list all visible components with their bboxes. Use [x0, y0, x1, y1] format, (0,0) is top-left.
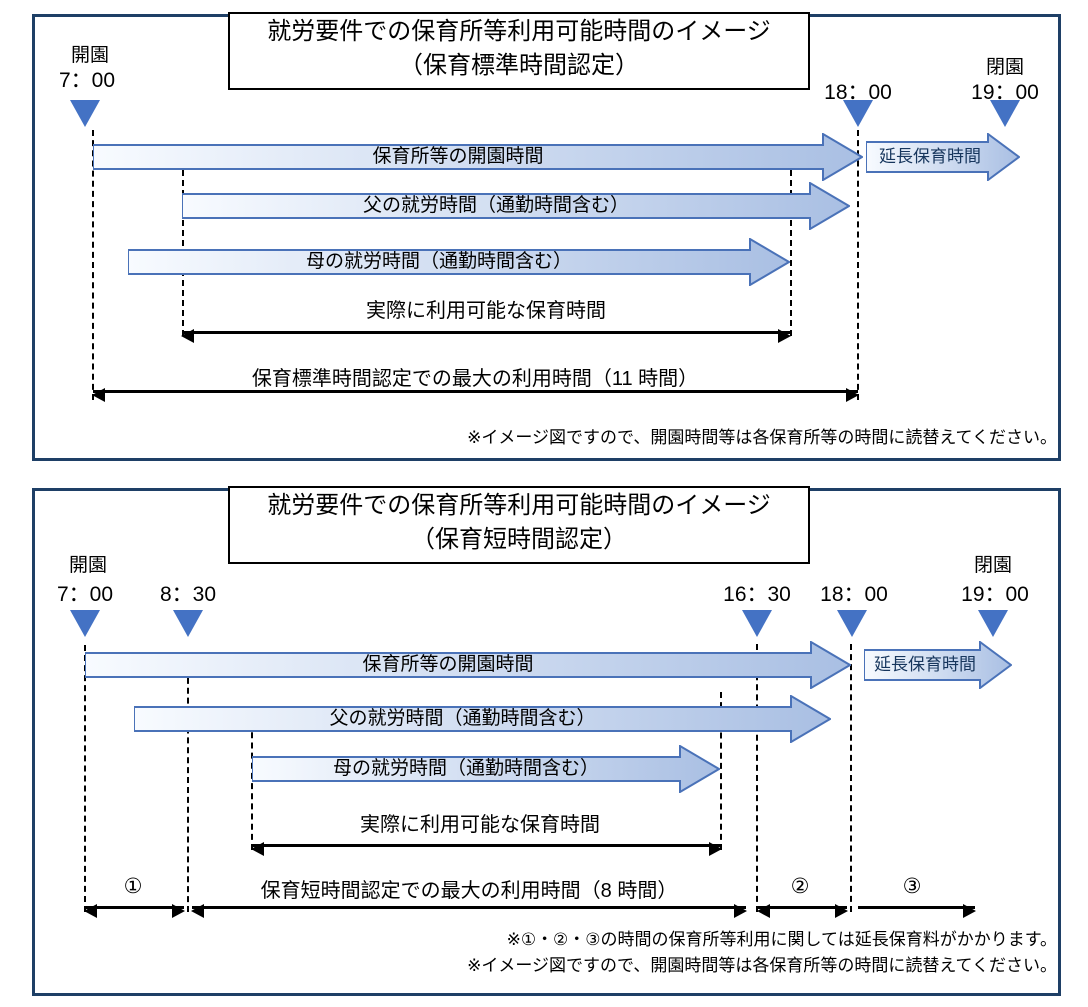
- block-arrow-shape: [252, 745, 720, 793]
- panel-title-line2: （保育標準時間認定）: [399, 52, 639, 79]
- circle-3-label: ③: [902, 875, 922, 898]
- block-arrow-shape: [85, 641, 851, 689]
- dashed-guide-1630: [756, 644, 758, 912]
- mother-work-arrow: 母の就労時間（通勤時間含む）: [128, 238, 790, 286]
- marker-triangle-1900-icon: [978, 610, 1008, 637]
- facility-hours-arrow-label: 保育所等の開園時間: [372, 146, 544, 167]
- block-arrow-shape: [93, 133, 863, 181]
- block-arrow-shape: [182, 182, 850, 230]
- marker-triangle-0830-icon: [173, 610, 203, 637]
- panel-title-line1: 就労要件での保育所等利用可能時間のイメージ: [267, 492, 771, 519]
- open-gate-label: 開園: [68, 555, 108, 576]
- time-1630: 16：30: [723, 583, 791, 606]
- mother-work-arrow: 母の就労時間（通勤時間含む）: [252, 745, 720, 793]
- panel-title-box: 就労要件での保育所等利用可能時間のイメージ （保育標準時間認定）: [228, 12, 810, 90]
- circle-1-label: ①: [123, 875, 143, 898]
- extended-care-arrow-label: 延長保育時間: [879, 147, 981, 166]
- marker-triangle-0700-icon: [70, 610, 100, 637]
- time-1900: 19：00: [961, 583, 1029, 606]
- panel-title-box: 就労要件での保育所等利用可能時間のイメージ （保育短時間認定）: [228, 486, 810, 564]
- block-arrow-shape: [866, 133, 1020, 181]
- dashed-guide-0700: [84, 645, 86, 912]
- mother-work-arrow-label: 母の就労時間（通勤時間含む）: [332, 758, 599, 779]
- father-work-arrow-label: 父の就労時間（通勤時間含む）: [329, 708, 596, 729]
- time-0830: 8：30: [159, 583, 217, 606]
- actual-usable-label: 実際に利用可能な保育時間: [360, 814, 600, 836]
- close-gate-label: 閉園: [973, 555, 1013, 576]
- max-usage-measure-arrow: [92, 387, 859, 402]
- open-gate-label: 開園: [70, 45, 110, 66]
- time-0700: 7：00: [56, 583, 114, 606]
- facility-hours-arrow: 保育所等の開園時間: [93, 133, 863, 181]
- dashed-guide-1800: [850, 644, 852, 912]
- footnote: ※イメージ図ですので、開園時間等は各保育所等の時間に読替えてください。: [467, 428, 1057, 447]
- dashed-guide-0700: [92, 130, 94, 400]
- panel-short-hours: 就労要件での保育所等利用可能時間のイメージ （保育短時間認定） 開園 7：00 …: [32, 486, 1061, 996]
- time-1800: 18：00: [824, 81, 892, 104]
- marker-triangle-1630-icon: [742, 610, 772, 637]
- block-arrow-shape: [864, 641, 1012, 689]
- extended-care-arrow: 延長保育時間: [864, 641, 1012, 689]
- extended-care-arrow: 延長保育時間: [866, 133, 1020, 181]
- father-work-arrow-label: 父の就労時間（通勤時間含む）: [362, 195, 629, 216]
- segment-1-measure-arrow: [84, 903, 185, 918]
- dashed-guide-mother-end: [720, 692, 722, 850]
- max-usage-measure-arrow: [191, 903, 747, 918]
- marker-triangle-1800-icon: [837, 610, 867, 637]
- time-1800: 18：00: [820, 583, 888, 606]
- time-1900: 19：00: [971, 81, 1039, 104]
- dashed-guide-father-start: [182, 150, 184, 336]
- panel-title-line2: （保育短時間認定）: [411, 526, 627, 553]
- marker-triangle-1800-icon: [843, 100, 873, 127]
- footnote-extended-fee: ※①・②・③の時間の保育所等利用に関しては延長保育料がかかります。: [506, 930, 1057, 949]
- father-work-arrow: 父の就労時間（通勤時間含む）: [134, 695, 831, 743]
- max-usage-label: 保育短時間認定での最大の利用時間（8 時間）: [260, 880, 678, 902]
- dashed-guide-0830: [187, 658, 189, 912]
- extended-care-arrow-label: 延長保育時間: [874, 655, 976, 674]
- facility-hours-arrow: 保育所等の開園時間: [85, 641, 851, 689]
- actual-usable-measure-arrow: [181, 328, 791, 343]
- mother-work-arrow-label: 母の就労時間（通勤時間含む）: [305, 251, 572, 272]
- block-arrow-shape: [128, 238, 790, 286]
- father-work-arrow: 父の就労時間（通勤時間含む）: [182, 182, 850, 230]
- footnote-image-disclaimer: ※イメージ図ですので、開園時間等は各保育所等の時間に読替えてください。: [467, 956, 1057, 975]
- close-gate-label: 閉園: [985, 57, 1025, 78]
- dashed-guide-1800: [857, 130, 859, 400]
- segment-3-measure-arrow: [858, 903, 976, 918]
- dashed-guide-mother-end: [790, 150, 792, 336]
- actual-usable-measure-arrow: [251, 841, 722, 856]
- max-usage-label: 保育標準時間認定での最大の利用時間（11 時間）: [251, 368, 699, 390]
- facility-hours-arrow-label: 保育所等の開園時間: [362, 654, 534, 675]
- time-0700: 7：00: [58, 69, 116, 92]
- block-arrow-shape: [134, 695, 831, 743]
- segment-2-measure-arrow: [757, 903, 848, 918]
- panel-title-line1: 就労要件での保育所等利用可能時間のイメージ: [267, 18, 771, 45]
- panel-standard-hours: 就労要件での保育所等利用可能時間のイメージ （保育標準時間認定） 開園 7：00…: [32, 12, 1061, 461]
- marker-triangle-1900-icon: [990, 100, 1020, 127]
- marker-triangle-0700-icon: [70, 100, 100, 127]
- circle-2-label: ②: [790, 875, 810, 898]
- actual-usable-label: 実際に利用可能な保育時間: [366, 300, 606, 322]
